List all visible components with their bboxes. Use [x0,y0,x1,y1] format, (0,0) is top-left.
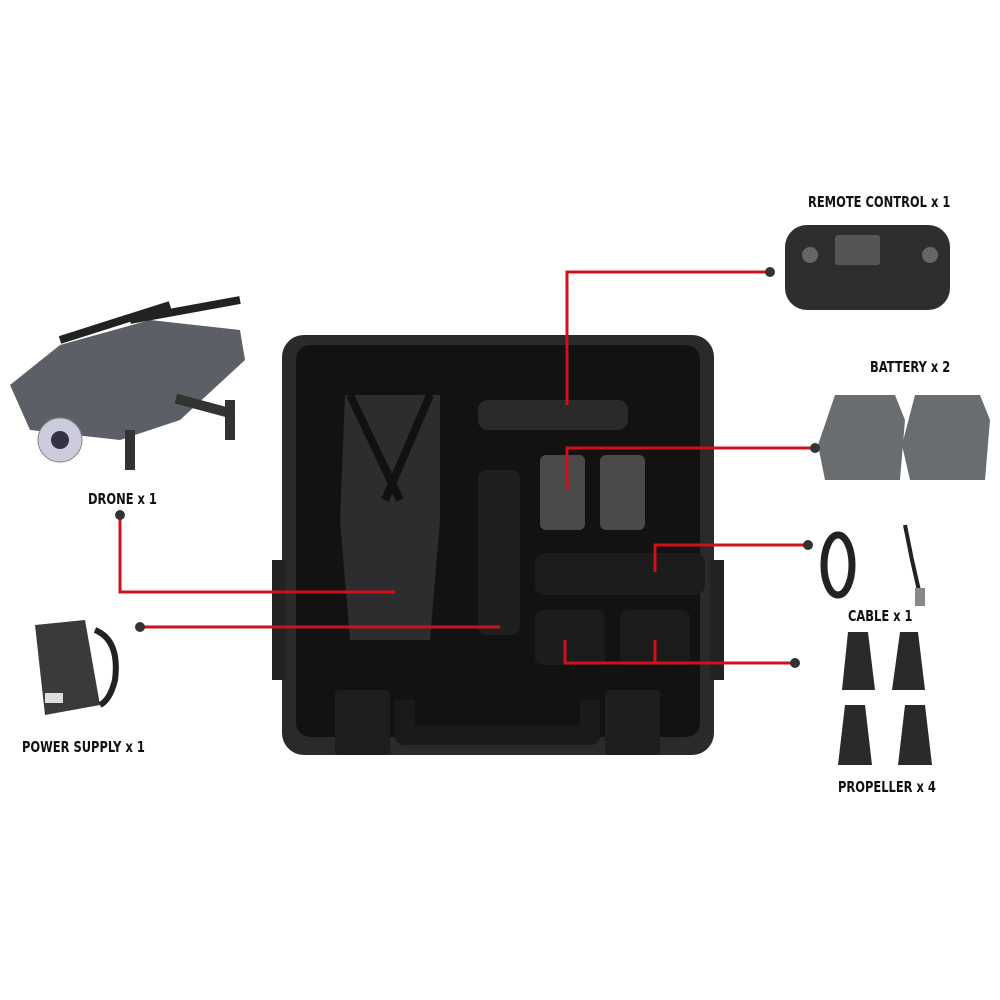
label-remote-control: REMOTE CONTROL x 1 [808,193,951,211]
leader-remote [565,270,770,405]
label-drone: DRONE x 1 [88,490,157,508]
case-contents [340,393,705,665]
leader-drone [118,515,395,594]
battery-image [818,395,990,480]
leader-dots [115,267,820,668]
label-cable: CABLE x 1 [848,607,913,625]
label-propeller: PROPELLER x 4 [838,778,936,796]
propeller-image [838,632,932,765]
leader-battery [565,446,815,490]
leader-cable [653,543,808,572]
leader-propeller [563,640,795,665]
remote-control-image [785,225,950,310]
leader-lines [118,270,815,665]
drone-image [10,296,245,470]
cable-image [820,524,925,606]
label-battery: BATTERY x 2 [870,358,951,376]
power-supply-image [35,620,119,715]
label-power-supply: POWER SUPPLY x 1 [22,738,145,756]
